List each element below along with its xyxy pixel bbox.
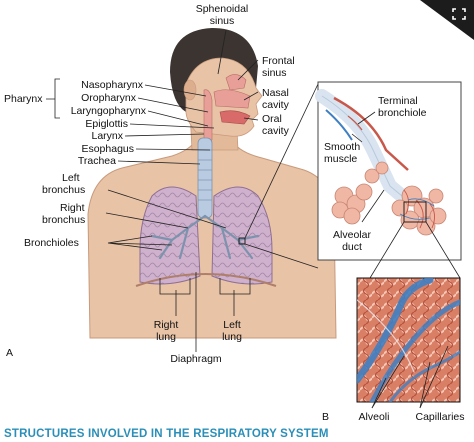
label-alveoli: Alveoli (359, 411, 390, 423)
frontal-sinus-region (225, 74, 247, 91)
right-lung-shape (139, 186, 201, 285)
label-capillaries: Capillaries (415, 411, 464, 423)
expand-icon (420, 0, 474, 40)
left-lung-shape (211, 186, 273, 285)
figure-caption: STRUCTURES INVOLVED IN THE RESPIRATORY S… (4, 428, 329, 440)
label-esophagus: Esophagus (81, 143, 134, 155)
label-epiglottis: Epiglottis (85, 118, 128, 130)
label-bronchioles: Bronchioles (24, 237, 79, 249)
label-diaphragm: Diaphragm (170, 353, 222, 365)
label-nasopharynx: Nasopharynx (81, 79, 144, 91)
label-pharynx: Pharynx (4, 93, 43, 105)
airway (197, 137, 213, 219)
fullscreen-button[interactable] (420, 0, 474, 40)
panel-a-letter: A (6, 347, 13, 359)
nasal-cavity-region (213, 89, 251, 109)
head (170, 28, 263, 141)
label-trachea: Trachea (78, 155, 116, 167)
label-larynx: Larynx (91, 130, 123, 142)
panel-b-letter: B (322, 411, 329, 423)
lungs (135, 186, 277, 287)
alveolar-sac-illustration (315, 89, 447, 236)
capillary-inset (356, 277, 461, 403)
oral-cavity-region (219, 110, 251, 125)
label-laryngopharynx: Laryngopharynx (71, 105, 147, 117)
leader-lines (46, 29, 319, 352)
label-oropharynx: Oropharynx (81, 92, 137, 104)
